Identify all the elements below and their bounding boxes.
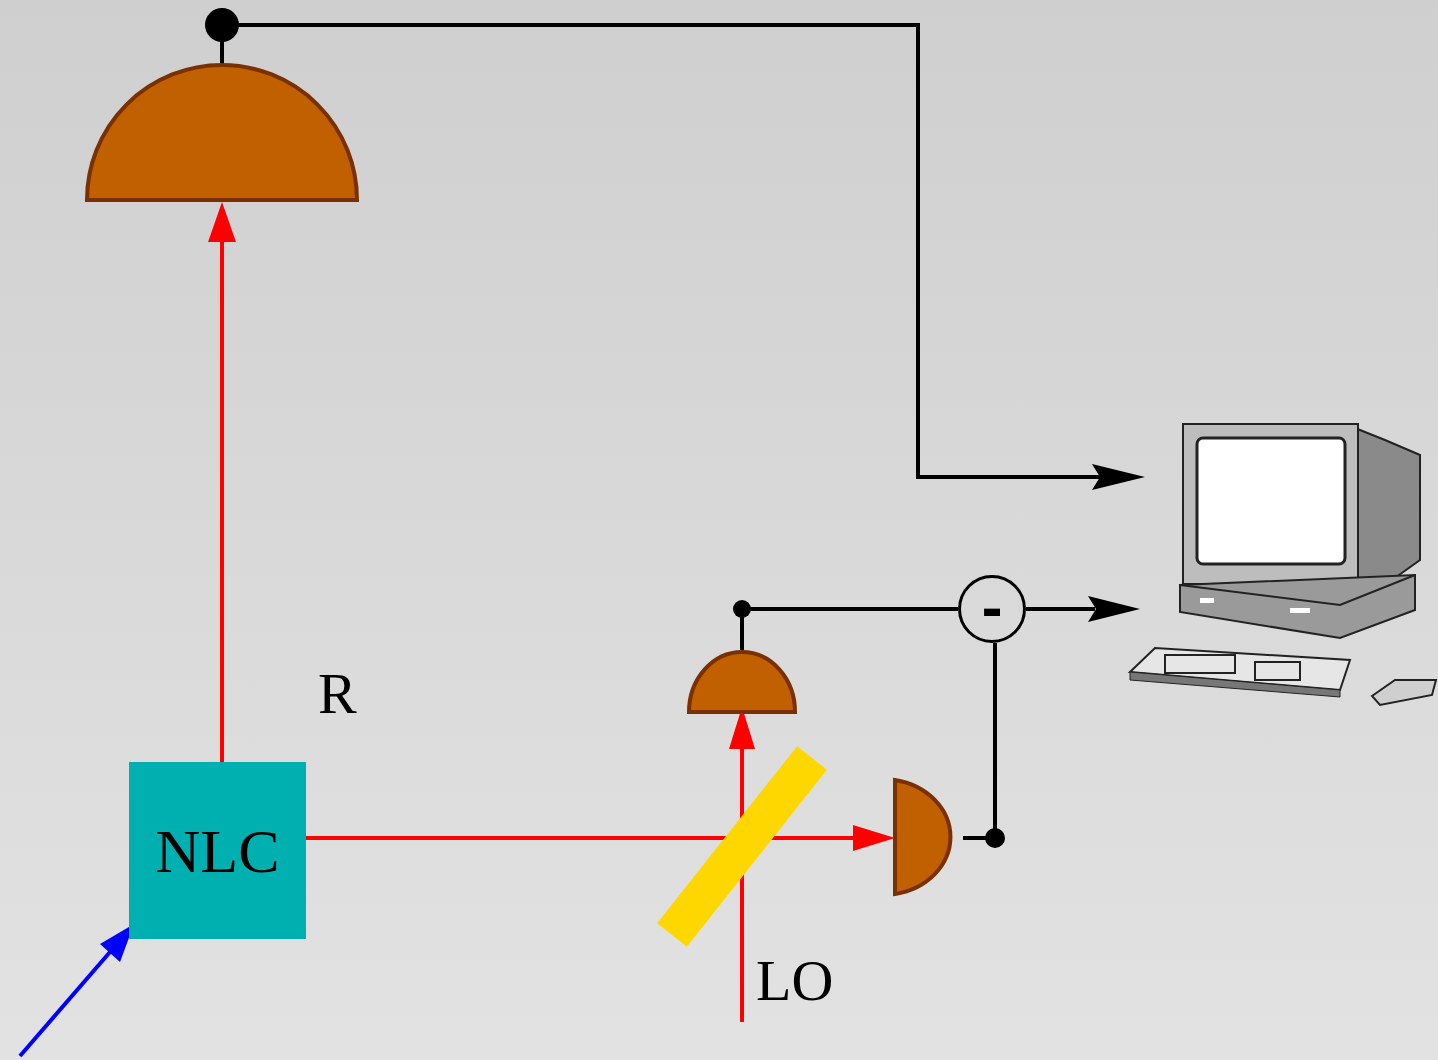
- wire-dot: [205, 8, 239, 42]
- beam-arrowhead: [853, 825, 895, 851]
- part-label: LO: [756, 952, 833, 1010]
- part-label: R: [318, 665, 357, 723]
- light-beam: [220, 240, 224, 770]
- wire-arrowhead: [1092, 464, 1145, 490]
- node-label: NLC: [156, 820, 280, 882]
- detector: [895, 780, 950, 894]
- wire-arrowhead: [1088, 596, 1140, 622]
- pump-beam: [20, 952, 110, 1056]
- signal-wire: [742, 607, 958, 611]
- computer-icon: [1130, 424, 1436, 705]
- signal-wire: [993, 643, 997, 838]
- beam-arrowhead: [208, 202, 236, 242]
- beam-splitter: [672, 758, 812, 935]
- detector: [689, 652, 795, 712]
- light-beam: [740, 745, 744, 1022]
- node-label: -: [981, 583, 1003, 635]
- signal-wire: [222, 25, 1100, 477]
- subtractor-circle: -: [958, 575, 1026, 643]
- crystal-box: NLC: [129, 762, 306, 939]
- light-beam: [306, 836, 860, 840]
- detector: [87, 65, 357, 200]
- signal-wire: [1026, 607, 1095, 611]
